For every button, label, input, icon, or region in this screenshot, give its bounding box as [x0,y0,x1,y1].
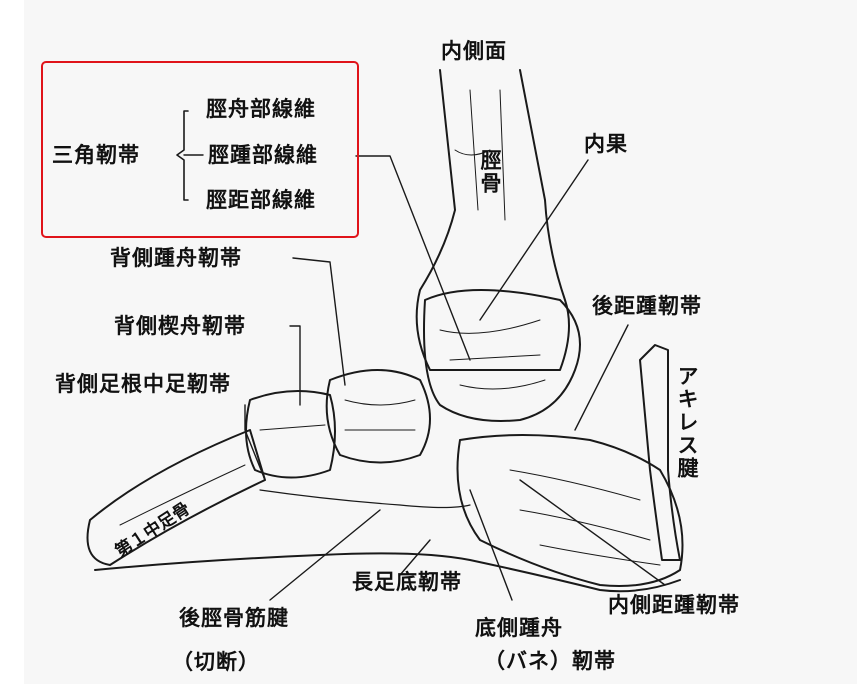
talus-bone [424,290,580,421]
plantar-calcaneonavicular-label-line1: 底側踵舟 [475,618,563,639]
plantar-calcaneonavicular-label-line2: （バネ）靭帯 [484,651,616,672]
dorsal-calcaneonavicular-label: 背側踵舟靭帯 [110,248,242,269]
deltoid-ligament-label: 三角靭帯 [52,145,140,166]
tibialis-posterior-label-line2: （切断） [172,652,260,673]
dorsal-cuneonavicular-label: 背側楔舟靭帯 [114,316,246,337]
achilles-tendon-shape [640,345,680,560]
leader-plantar-calcaneonavicular [470,490,512,600]
dorsal-tarsometatarsal-label: 背側足根中足靭帯 [55,374,231,395]
leader-medial-talocalcaneal [520,480,665,585]
tibia-bone [417,70,569,370]
long-plantar-ligament-label: 長足底靭帯 [352,572,462,593]
tibia-label: 脛骨 [479,149,500,195]
medial-view-label: 内側面 [441,41,507,62]
leader-posterior-talocalcaneal [575,325,628,430]
leader-dorsal-calcaneonavicular [293,258,345,385]
navicular-bone [327,370,430,463]
tibiotalar-label: 脛距部線維 [206,190,316,211]
tibiocalcaneal-label: 脛踵部線維 [208,145,318,166]
medial-malleolus-label: 内果 [584,134,628,155]
posterior-talocalcaneal-label: 後距踵靭帯 [592,296,702,317]
medial-talocalcaneal-label: 内側距踵靭帯 [608,595,740,616]
achilles-tendon-label: アキレス腱 [676,365,697,480]
tibialis-posterior-label-line1: 後脛骨筋腱 [179,608,289,629]
tibionavicular-label: 脛舟部線維 [206,99,316,120]
leader-dorsal-cuneonavicular [290,326,300,405]
